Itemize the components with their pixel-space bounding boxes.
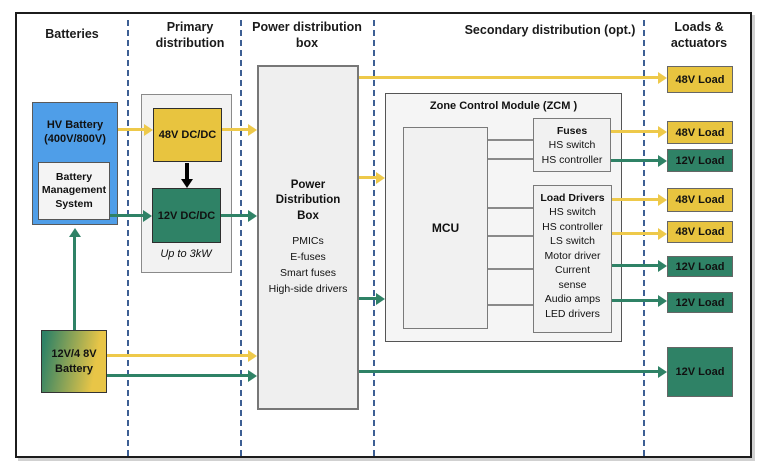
mcu-connector-line xyxy=(488,304,533,306)
load-box-12v: 12V Load xyxy=(667,347,733,397)
arrow-dcdc48-to-dcdc12 xyxy=(181,163,192,188)
mcu-connector-line xyxy=(488,235,533,237)
load-box-48v: 48V Load xyxy=(667,221,733,243)
column-separator-2 xyxy=(240,20,242,456)
pdb-title: Power Distribution Box xyxy=(275,178,341,222)
arrow-12v-pdb-to-zcm xyxy=(359,292,385,305)
fuses-title: Fuses xyxy=(556,125,588,137)
load-box-48v: 48V Load xyxy=(667,121,733,144)
fuses-item: HS controller xyxy=(541,153,603,166)
load-drivers-title: Load Drivers xyxy=(540,192,605,204)
arrow-12v-dcdc-to-pdb xyxy=(221,209,257,222)
column-separator-3 xyxy=(373,20,375,456)
hv-battery-label-line1: HV Battery xyxy=(46,119,104,131)
dcdc-48v-box: 48V DC/DC xyxy=(153,108,222,162)
arrow-48v-pdb-to-zcm xyxy=(359,171,385,184)
arrow-12v-pdb-to-load8 xyxy=(359,365,667,378)
column-header-pdb: Power distribution box xyxy=(252,20,362,50)
arrow-48v-dcdc-to-pdb xyxy=(222,123,257,136)
column-separator-4 xyxy=(643,20,645,456)
arrow-48v-drivers-to-load4 xyxy=(612,193,667,206)
battery-management-system-box: Battery Management System xyxy=(38,162,110,220)
arrow-12v-battery-to-bms xyxy=(68,228,81,330)
load-box-12v: 12V Load xyxy=(667,149,733,172)
pdb-item: E-fuses xyxy=(290,251,326,264)
column-separator-1 xyxy=(127,20,129,456)
fuses-box: Fuses HS switch HS controller xyxy=(533,118,611,172)
load-drivers-item: Current sense xyxy=(554,264,590,291)
mcu-connector-line xyxy=(488,158,533,160)
load-box-12v: 12V Load xyxy=(667,256,733,277)
lv-battery-label-line2: Battery xyxy=(55,362,93,375)
fuses-item: HS switch xyxy=(548,139,596,152)
load-box-12v: 12V Load xyxy=(667,292,733,313)
mcu-box: MCU xyxy=(403,127,488,329)
mcu-connector-line xyxy=(488,139,533,141)
zcm-title: Zone Control Module (ZCM ) xyxy=(429,100,578,112)
arrow-48v-battery-to-pdb xyxy=(107,349,257,362)
arrow-48v-hv-to-dcdc xyxy=(118,123,153,136)
load-drivers-item: Audio amps xyxy=(544,293,601,306)
load-drivers-item: HS controller xyxy=(542,220,603,233)
arrow-12v-fuses-to-load3 xyxy=(611,154,667,167)
load-drivers-item: LED drivers xyxy=(545,307,600,320)
arrow-12v-battery-to-pdb xyxy=(107,369,257,382)
diagram-frame xyxy=(15,12,752,458)
column-header-primary: Primary distribution xyxy=(155,20,225,50)
pdb-item: Smart fuses xyxy=(279,266,337,279)
power-note: Up to 3kW xyxy=(160,248,212,260)
arrow-12v-bms-to-dcdc xyxy=(110,209,152,222)
lv-battery-label-line1: 12V/4 8V xyxy=(51,347,97,360)
load-drivers-item: LS switch xyxy=(550,235,595,248)
power-distribution-box: Power Distribution Box PMICs E-fuses Sma… xyxy=(257,65,359,410)
load-drivers-item: Motor driver xyxy=(544,249,601,262)
load-box-48v: 48V Load xyxy=(667,66,733,93)
arrow-48v-pdb-to-load1 xyxy=(359,71,667,84)
load-box-48v: 48V Load xyxy=(667,188,733,212)
arrow-48v-fuses-to-load2 xyxy=(611,125,667,138)
load-drivers-item: HS switch xyxy=(549,206,596,219)
pdb-item: High-side drivers xyxy=(268,282,348,295)
mcu-connector-line xyxy=(488,207,533,209)
lv-battery-box: 12V/4 8V Battery xyxy=(41,330,107,393)
pdb-item: PMICs xyxy=(292,235,324,248)
hv-battery-label-line2: (400V/800V) xyxy=(44,133,106,146)
column-header-secondary: Secondary distribution (opt.) xyxy=(464,23,636,37)
arrow-12v-drivers-to-load7 xyxy=(612,294,667,307)
column-header-batteries: Batteries xyxy=(45,27,99,41)
arrow-12v-drivers-to-load6 xyxy=(612,259,667,272)
column-header-loads: Loads & actuators xyxy=(670,20,728,50)
dcdc-12v-box: 12V DC/DC xyxy=(152,188,221,243)
load-drivers-box: Load Drivers HS switch HS controller LS … xyxy=(533,185,612,333)
arrow-48v-drivers-to-load5 xyxy=(612,227,667,240)
mcu-connector-line xyxy=(488,268,533,270)
